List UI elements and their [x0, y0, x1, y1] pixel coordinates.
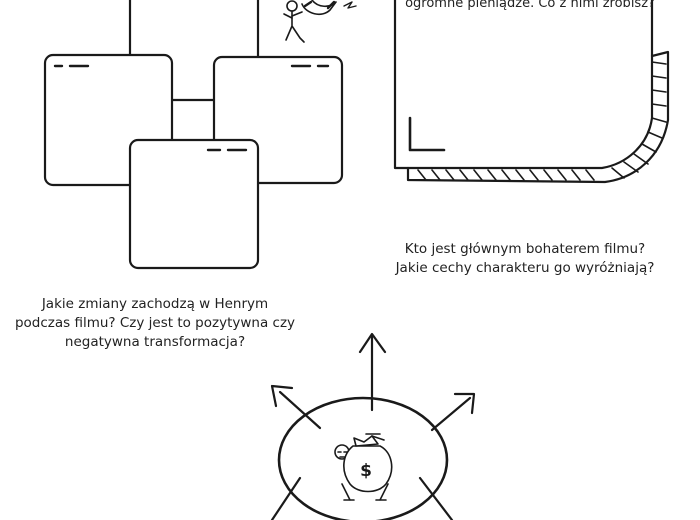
question-change-line3: negatywna transformacja? — [64, 334, 246, 350]
note-top-line: ogromne pieniądze. Co z nimi zrobisz? — [405, 0, 655, 11]
note-top-text: ogromne pieniądze. Co z nimi zrobisz? — [400, 0, 660, 13]
question-change-line1: Jakie zmiany zachodzą w Henrym — [41, 296, 269, 312]
question-change: Jakie zmiany zachodzą w Henrym podczas f… — [10, 295, 300, 352]
sticky-note-icon — [393, 0, 670, 184]
money-ideas-diagram: $ — [270, 332, 476, 520]
cards-cross — [43, 0, 344, 270]
question-hero-line1: Kto jest głównym bohaterem filmu? — [404, 241, 646, 257]
dollar-sign: $ — [360, 461, 372, 481]
question-hero: Kto jest głównym bohaterem filmu? Jakie … — [365, 240, 685, 278]
card-bottom — [128, 138, 260, 270]
person-with-magnet-icon — [283, 0, 357, 43]
arrow-icon — [270, 332, 476, 520]
question-change-line2: podczas filmu? Czy jest to pozytywna czy — [14, 315, 296, 331]
money-bag-man-icon — [334, 433, 393, 501]
question-hero-line2: Jakie cechy charakteru go wyróżniają? — [395, 260, 655, 276]
